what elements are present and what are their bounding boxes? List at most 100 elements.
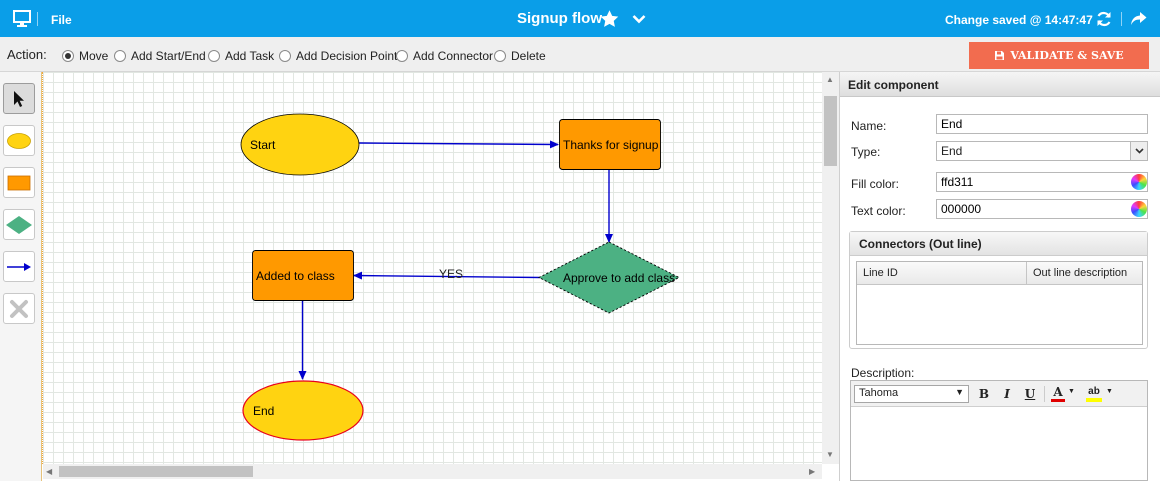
panel-title: Edit component (840, 72, 1160, 97)
font-color-button[interactable]: A (1051, 385, 1065, 403)
node-start-label: Start (250, 138, 276, 152)
description-label: Description: (851, 366, 915, 380)
radio-move[interactable]: Move (62, 49, 108, 63)
action-bar: Action: Move Add Start/End Add Task Add … (0, 37, 1160, 72)
fill-color-label: Fill color: (851, 177, 900, 191)
dropdown-arrow-icon[interactable]: ▼ (1068, 388, 1075, 395)
radio-label: Add Start/End (131, 49, 206, 63)
node-approve-label: Approve to add class (563, 271, 675, 285)
radio-add-task[interactable]: Add Task (208, 49, 274, 63)
connectors-table: Line ID Out line description (856, 261, 1143, 345)
text-color-label: Text color: (851, 204, 906, 218)
highlight-color-button[interactable]: ab (1086, 385, 1102, 403)
radio-dot[interactable] (494, 50, 506, 62)
dropdown-arrow-icon[interactable]: ▼ (1106, 388, 1113, 395)
star-icon[interactable] (599, 9, 620, 29)
edit-component-panel: Edit component Name: Type: End Fill colo… (839, 72, 1160, 481)
radio-add-connector[interactable]: Add Connector (396, 49, 493, 63)
connector-approve-added[interactable] (353, 271, 542, 280)
radio-dot[interactable] (62, 50, 74, 62)
topbar-divider-2 (1121, 12, 1122, 26)
radio-add-decision-point[interactable]: Add Decision Point (279, 49, 397, 63)
monitor-icon[interactable] (13, 10, 31, 27)
page-title: Signup flow (517, 10, 602, 27)
scroll-left-icon[interactable]: ◀ (46, 467, 53, 476)
text-color-input[interactable] (936, 199, 1148, 219)
node-thanks-for-signup[interactable]: Thanks for signup (559, 119, 661, 170)
radio-label: Add Connector (413, 49, 494, 63)
scroll-up-icon[interactable]: ▲ (826, 75, 834, 84)
highlight-swatch (1086, 398, 1102, 402)
top-bar: File Signup flow Change saved @ 14:47:47 (0, 0, 1160, 37)
rectangle-shape-icon (7, 175, 31, 190)
radio-delete[interactable]: Delete (494, 49, 546, 63)
description-editor: Tahoma ▼ B I U A ▼ ab ▼ (850, 380, 1148, 481)
radio-add-start-end[interactable]: Add Start/End (114, 49, 206, 63)
color-picker-icon[interactable] (1131, 201, 1147, 217)
share-icon[interactable] (1130, 11, 1147, 26)
diagram-canvas[interactable]: YES Start Thanks for signup Approve to a… (43, 72, 822, 464)
type-label: Type: (851, 145, 881, 159)
font-color-icon: A (1053, 385, 1063, 399)
node-thanks-label: Thanks for signup (563, 138, 659, 152)
radio-dot[interactable] (114, 50, 126, 62)
close-icon (10, 299, 28, 318)
node-end[interactable]: End (242, 380, 364, 441)
italic-button[interactable]: I (1004, 387, 1010, 401)
horizontal-scroll-thumb[interactable] (59, 466, 253, 477)
bold-button[interactable]: B (978, 387, 990, 401)
node-approve-decision[interactable]: Approve to add class (538, 241, 680, 314)
column-header-line-id[interactable]: Line ID (857, 262, 1027, 285)
font-select[interactable]: Tahoma ▼ (854, 385, 969, 403)
shape-toolbox (0, 72, 42, 481)
decision-tool[interactable] (3, 209, 35, 240)
chevron-down-icon[interactable] (632, 14, 646, 24)
scroll-down-icon[interactable]: ▼ (826, 450, 834, 459)
underline-button[interactable]: U (1024, 387, 1036, 401)
vertical-scrollbar[interactable]: ▲ ▼ (822, 72, 839, 464)
pointer-tool[interactable] (3, 83, 35, 114)
font-select-value: Tahoma (859, 387, 899, 399)
node-start[interactable]: Start (240, 113, 360, 176)
validate-save-button[interactable]: VALIDATE & SAVE (969, 42, 1149, 69)
file-menu[interactable]: File (51, 13, 72, 27)
connector-start-thanks[interactable] (358, 140, 559, 149)
node-added-to-class[interactable]: Added to class (252, 250, 354, 301)
highlight-icon: ab (1088, 386, 1100, 397)
refresh-icon[interactable] (1096, 11, 1112, 27)
chevron-down-icon[interactable] (1130, 142, 1147, 160)
task-tool[interactable] (3, 167, 35, 198)
name-input[interactable] (936, 114, 1148, 134)
connector-tool[interactable] (3, 251, 35, 282)
fill-color-input[interactable] (936, 172, 1148, 192)
column-header-out-line-description[interactable]: Out line description (1027, 262, 1142, 285)
radio-label: Delete (511, 49, 546, 63)
radio-dot[interactable] (208, 50, 220, 62)
node-end-label: End (253, 404, 274, 418)
node-added-label: Added to class (256, 269, 335, 283)
radio-label: Move (79, 49, 109, 63)
radio-label: Add Task (225, 49, 275, 63)
radio-dot[interactable] (279, 50, 291, 62)
save-status: Change saved @ 14:47:47 (945, 13, 1093, 27)
font-color-swatch (1051, 399, 1065, 402)
validate-save-label: VALIDATE & SAVE (1010, 49, 1124, 62)
cursor-arrow-icon (14, 90, 24, 107)
vertical-scroll-thumb[interactable] (824, 96, 837, 166)
scroll-right-icon[interactable]: ▶ (809, 467, 816, 476)
canvas-boundary (42, 72, 43, 464)
start-end-tool[interactable] (3, 125, 35, 156)
connectors-box: Connectors (Out line) Line ID Out line d… (849, 231, 1148, 349)
editor-toolbar: Tahoma ▼ B I U A ▼ ab ▼ (851, 381, 1147, 407)
save-icon (995, 51, 1005, 60)
radio-label: Add Decision Point (296, 49, 398, 63)
horizontal-scrollbar[interactable]: ◀ ▶ (43, 464, 822, 479)
delete-tool[interactable] (3, 293, 35, 324)
name-label: Name: (851, 119, 887, 133)
type-select[interactable]: End (936, 141, 1148, 161)
connectors-title: Connectors (Out line) (850, 232, 1147, 256)
color-picker-icon[interactable] (1131, 174, 1147, 190)
flowchart: YES Start Thanks for signup Approve to a… (240, 113, 680, 441)
ellipse-shape-icon (7, 132, 31, 149)
radio-dot[interactable] (396, 50, 408, 62)
